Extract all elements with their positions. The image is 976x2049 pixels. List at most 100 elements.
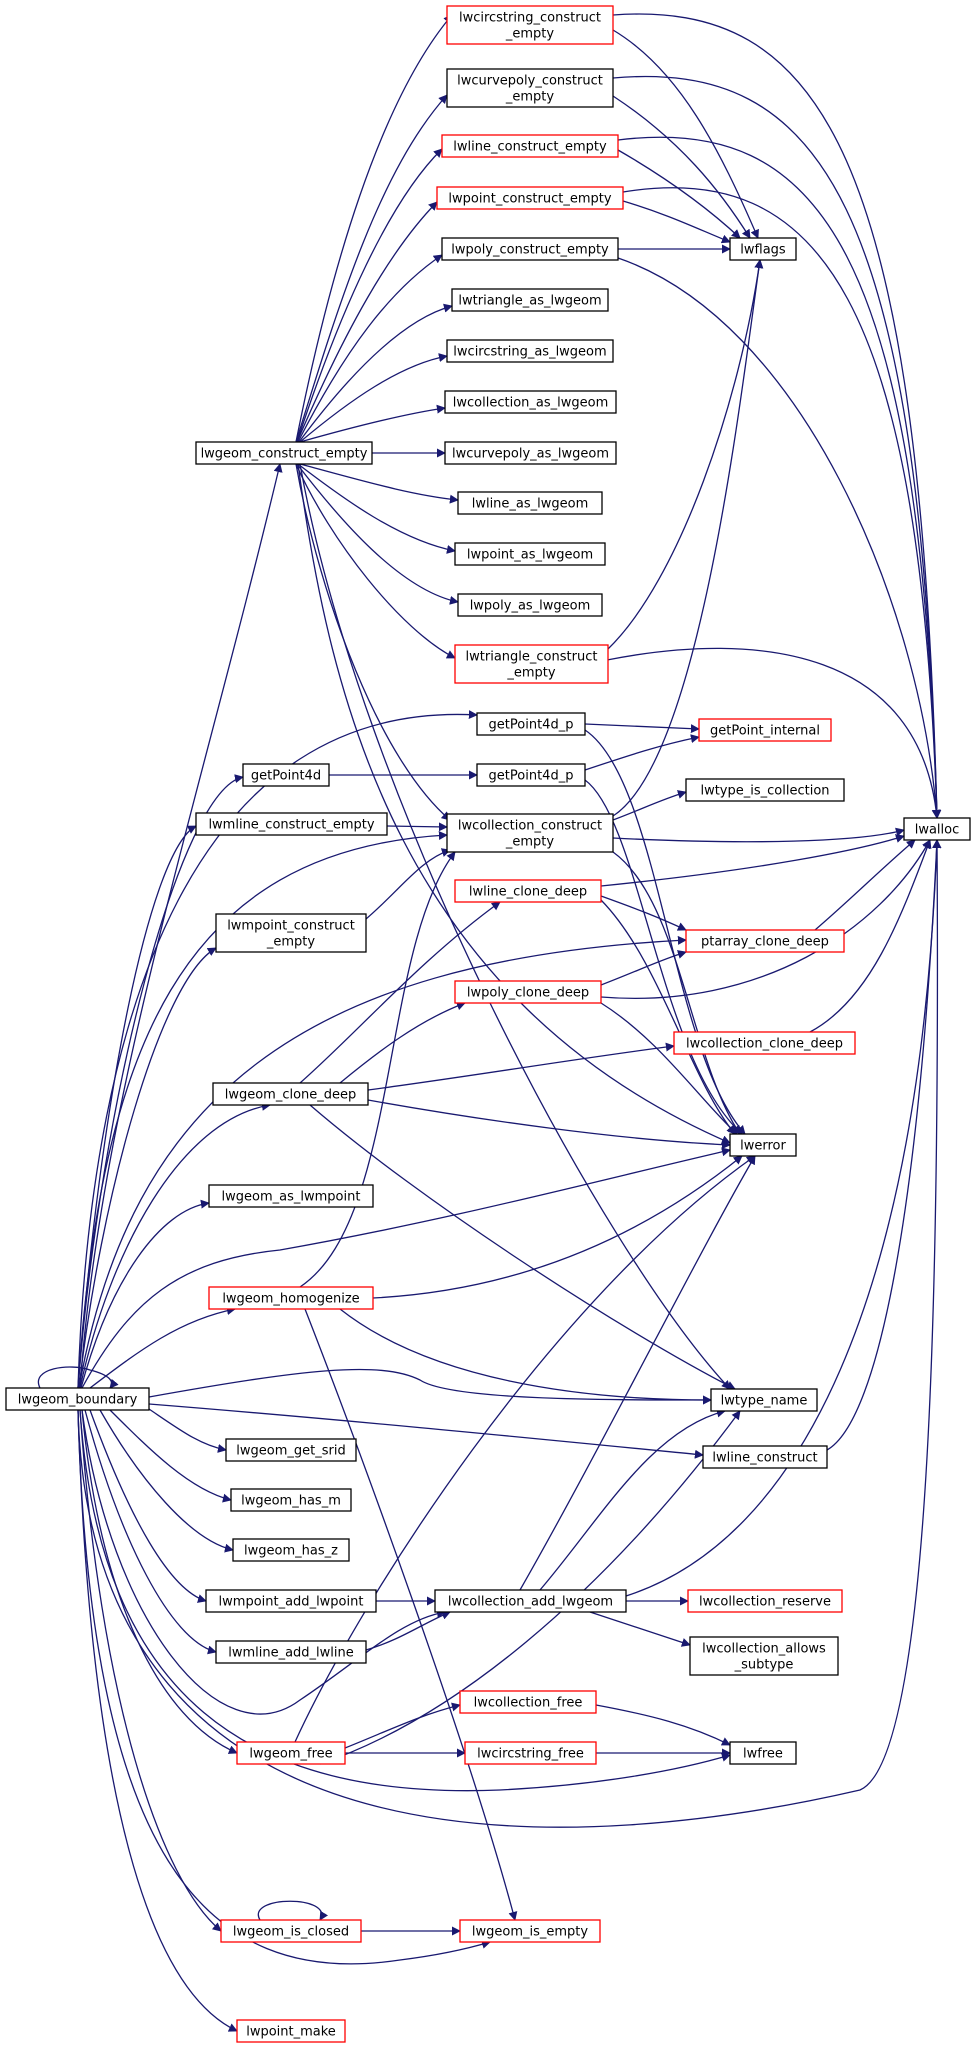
node-lwcircstring-as-lwgeom[interactable]: lwcircstring_as_lwgeom [446, 339, 614, 363]
edge-lwgeom_boundary-to-lwgeom_is_closed [79, 1409, 222, 1932]
edge-lwtriangle_construct_empty-to-lwalloc [606, 647, 941, 819]
edge-lwgeom_construct_empty-to-lwline_as_lwgeom [299, 463, 459, 504]
edge-lwline_construct_empty-to-lwflags [617, 149, 741, 239]
node-lwmline-construct-empty[interactable]: lwmline_construct_empty [195, 812, 388, 836]
node-box [205, 1589, 377, 1613]
node-lwcircstring-free[interactable]: lwcircstring_free [464, 1741, 597, 1765]
edge-lwgeom_boundary-to-lwmpoint_add_lwpoint [89, 1409, 207, 1603]
node-lwcurvepoly-construct-empty[interactable]: lwcurvepoly_construct_empty [446, 68, 614, 108]
node-lwpoint-construct-empty[interactable]: lwpoint_construct_empty [436, 186, 624, 210]
edge-lwgeom_construct_empty-to-lwcurvepoly_construct_empty [295, 94, 448, 443]
node-label: lwalloc [915, 823, 960, 838]
node-lwcurvepoly-as-lwgeom[interactable]: lwcurvepoly_as_lwgeom [444, 441, 617, 465]
node-box [729, 237, 797, 261]
node-getPoint4d-p-2[interactable]: getPoint4d_p [476, 763, 586, 787]
node-lwgeom-get-srid[interactable]: lwgeom_get_srid [225, 1438, 357, 1462]
node-box [685, 778, 845, 802]
node-lwgeom-as-lwmpoint[interactable]: lwgeom_as_lwmpoint [208, 1184, 374, 1208]
node-lwcollection-reserve[interactable]: lwcollection_reserve [687, 1589, 843, 1613]
node-box [242, 763, 330, 787]
node-box [454, 879, 602, 903]
node-lwcollection-clone-deep[interactable]: lwcollection_clone_deep [673, 1031, 856, 1055]
edge-lwcollection_clone_deep-to-lwalloc [809, 839, 932, 1033]
node-lwpoly-as-lwgeom[interactable]: lwpoly_as_lwgeom [457, 593, 603, 617]
edge-lwgeom_construct_empty-to-lwcircstring_as_lwgeom [299, 353, 448, 443]
edge-lwpoint_construct_empty-to-lwalloc [622, 187, 942, 819]
node-label: lwpoly_as_lwgeom [470, 599, 591, 614]
node-lwpoly-clone-deep[interactable]: lwpoly_clone_deep [454, 980, 602, 1004]
node-lwgeom-is-empty[interactable]: lwgeom_is_empty [459, 1919, 601, 1943]
node-label: lwfree [743, 1747, 783, 1762]
edge-lwgeom_construct_empty-to-lwcircstring_construct_empty [295, 14, 453, 443]
node-lwpoint-as-lwgeom[interactable]: lwpoint_as_lwgeom [454, 542, 606, 566]
edge-lwline_construct-to-lwalloc [826, 839, 942, 1451]
node-label: lwcurvepoly_construct [457, 74, 603, 89]
node-lwmpoint-add-lwpoint[interactable]: lwmpoint_add_lwpoint [205, 1589, 377, 1613]
node-label: lwmline_add_lwline [228, 1646, 354, 1661]
node-lwpoly-construct-empty[interactable]: lwpoly_construct_empty [441, 237, 619, 261]
node-label: lwmline_construct_empty [208, 818, 374, 833]
node-lwgeom-free[interactable]: lwgeom_free [236, 1741, 346, 1765]
node-getPoint-internal[interactable]: getPoint_internal [698, 718, 832, 742]
node-label: lwpoly_clone_deep [467, 986, 589, 1001]
edge-lwgeom_boundary-to-lwmpoint_construct_empty [78, 947, 217, 1389]
node-label: lwline_construct [712, 1451, 817, 1466]
edge-lwgeom_construct_empty-to-lwpoly_as_lwgeom [296, 463, 459, 605]
node-lwcollection-add-lwgeom[interactable]: lwcollection_add_lwgeom [434, 1589, 627, 1613]
node-box [454, 644, 609, 684]
node-getPoint4d-p-1[interactable]: getPoint4d_p [476, 712, 586, 736]
edge-lwgeom_homogenize-to-lwcollection_construct_empty [299, 851, 456, 1288]
node-lwline-construct-empty[interactable]: lwline_construct_empty [441, 134, 619, 158]
node-lwgeom-homogenize[interactable]: lwgeom_homogenize [208, 1286, 374, 1310]
node-box [208, 1184, 374, 1208]
node-lwmpoint-construct-empty[interactable]: lwmpoint_construct_empty [215, 913, 367, 953]
node-lwgeom-construct-empty[interactable]: lwgeom_construct_empty [195, 441, 373, 465]
edge-lwgeom_boundary-to-lwfree [79, 1409, 731, 1792]
node-lwgeom-has-z[interactable]: lwgeom_has_z [232, 1538, 350, 1562]
node-box [451, 288, 609, 312]
edge-lwgeom_boundary-to-lwalloc [77, 839, 942, 1828]
edge-lwgeom_boundary-to-lwerror [81, 1147, 731, 1389]
edge-lwgeom_boundary-to-lwgeom_free [81, 1409, 238, 1754]
node-ptarray-clone-deep[interactable]: ptarray_clone_deep [685, 929, 845, 953]
node-lwcollection-construct-empty[interactable]: lwcollection_construct_empty [446, 813, 614, 853]
edge-lwpoly_clone_deep-to-ptarray_clone_deep [600, 950, 687, 986]
node-box [195, 812, 388, 836]
edge-lwgeom_boundary-to-lwmline_construct_empty [77, 825, 197, 1389]
node-lwline-clone-deep[interactable]: lwline_clone_deep [454, 879, 602, 903]
node-box [698, 718, 832, 742]
node-getPoint4d[interactable]: getPoint4d [242, 763, 330, 787]
node-lwcollection-free[interactable]: lwcollection_free [459, 1690, 597, 1714]
node-lwcircstring-construct-empty[interactable]: lwcircstring_construct_empty [446, 5, 614, 45]
node-lwgeom-clone-deep[interactable]: lwgeom_clone_deep [212, 1082, 369, 1106]
edge-lwcollection_add_lwgeom-to-lwcollection_allows_subtype [589, 1611, 691, 1647]
node-lwcollection-allows-subtype[interactable]: lwcollection_allows_subtype [689, 1636, 839, 1676]
node-lwgeom-boundary[interactable]: lwgeom_boundary [5, 1387, 150, 1411]
node-label: lwpoly_construct_empty [451, 243, 609, 258]
node-lwtype-is-collection[interactable]: lwtype_is_collection [685, 778, 845, 802]
node-box [464, 1741, 597, 1765]
node-lwalloc[interactable]: lwalloc [903, 817, 971, 841]
node-lwtriangle-as-lwgeom[interactable]: lwtriangle_as_lwgeom [451, 288, 609, 312]
node-lwline-construct[interactable]: lwline_construct [702, 1445, 828, 1469]
node-label: lwcollection_clone_deep [686, 1037, 843, 1052]
edge-lwgeom_homogenize-to-lwerror [372, 1155, 743, 1299]
node-lwpoint-make[interactable]: lwpoint_make [236, 2019, 346, 2043]
node-lwflags[interactable]: lwflags [729, 237, 797, 261]
node-lwcollection-as-lwgeom[interactable]: lwcollection_as_lwgeom [444, 390, 617, 414]
node-label: lwgeom_get_srid [236, 1444, 345, 1459]
node-lwmline-add-lwline[interactable]: lwmline_add_lwline [215, 1640, 367, 1664]
node-lwgeom-is-closed[interactable]: lwgeom_is_closed [220, 1919, 362, 1943]
node-lwgeom-has-m[interactable]: lwgeom_has_m [230, 1488, 352, 1512]
node-label: lwpoint_make [246, 2025, 336, 2040]
node-lwerror[interactable]: lwerror [729, 1133, 797, 1157]
node-lwtype-name[interactable]: lwtype_name [710, 1388, 818, 1412]
node-lwtriangle-construct-empty[interactable]: lwtriangle_construct_empty [454, 644, 609, 684]
node-box [689, 1636, 839, 1676]
node-label: lwgeom_as_lwmpoint [222, 1190, 361, 1205]
node-lwline-as-lwgeom[interactable]: lwline_as_lwgeom [457, 491, 603, 515]
edge-lwgeom_free-to-lwcollection_free [344, 1702, 461, 1749]
node-lwfree[interactable]: lwfree [729, 1741, 797, 1765]
node-label: lwgeom_is_empty [472, 1925, 589, 1940]
node-label: lwtype_name [721, 1394, 808, 1409]
